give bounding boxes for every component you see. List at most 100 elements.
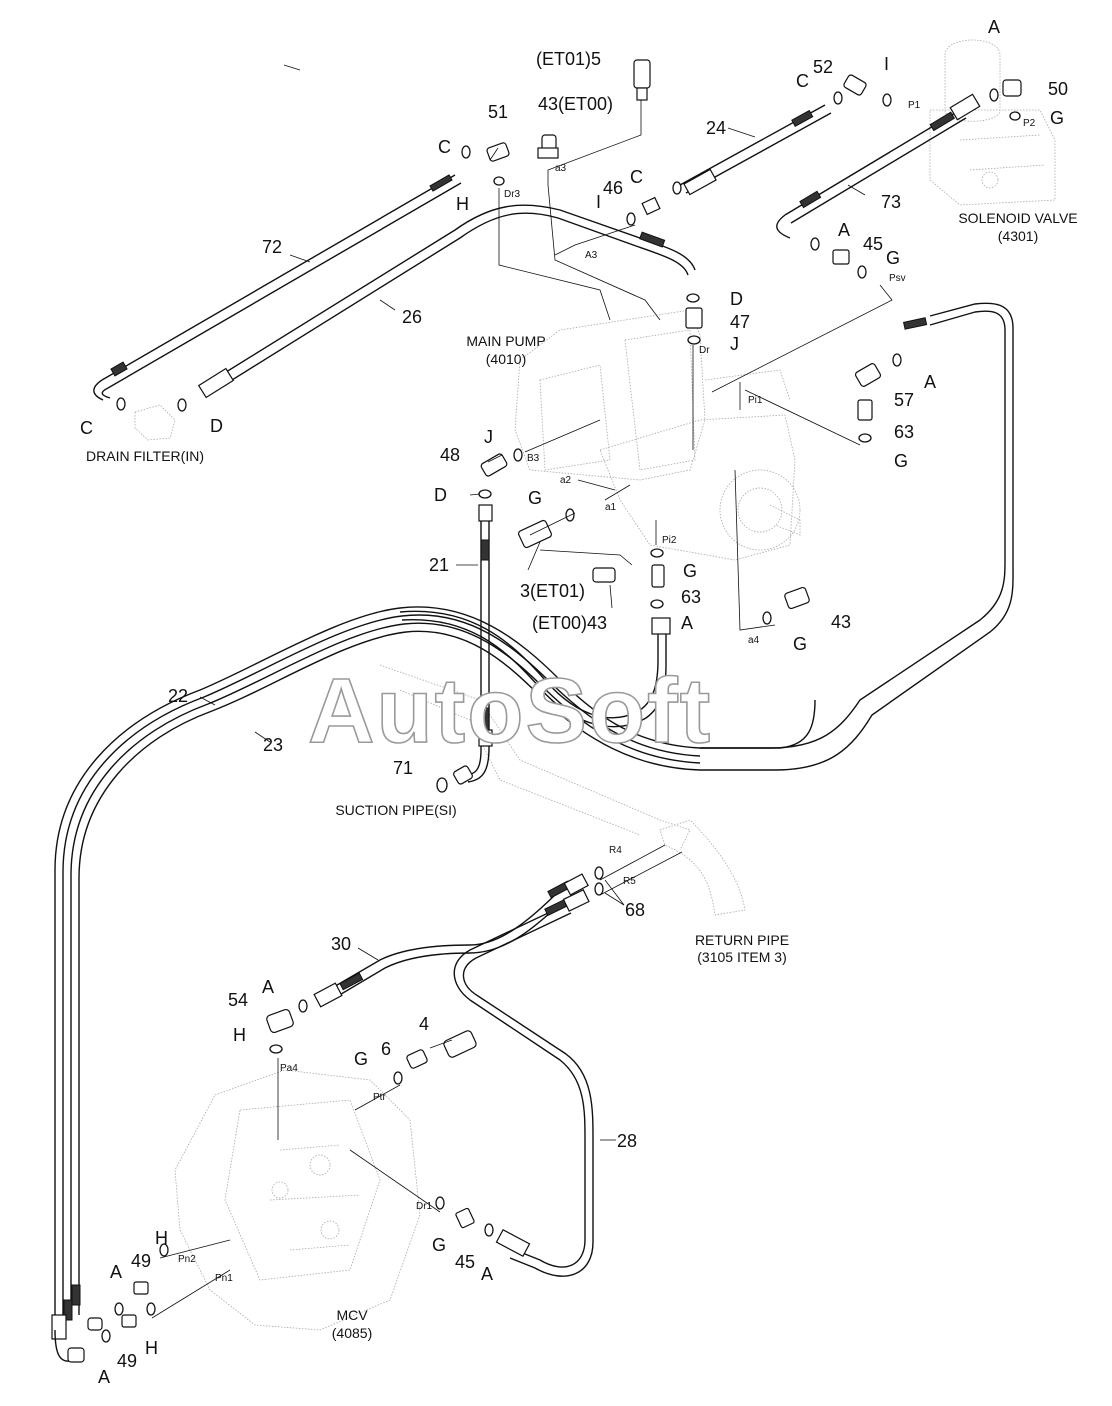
caption-return-pipe-code: (3105 ITEM 3) <box>697 949 786 965</box>
label-46: 46 <box>603 178 623 198</box>
caption-main-pump: MAIN PUMP <box>466 333 545 349</box>
label-24: 24 <box>706 118 726 138</box>
label-c-top: C <box>438 137 451 157</box>
label-ptr: Ptr <box>373 1092 386 1103</box>
label-23: 23 <box>263 735 283 755</box>
label-28: 28 <box>617 1131 637 1151</box>
label-72: 72 <box>262 237 282 257</box>
label-21: 21 <box>429 555 449 575</box>
label-43-et00: 43(ET00) <box>538 94 613 114</box>
label-g-3: G <box>528 488 542 508</box>
label-45-bot: 45 <box>455 1252 475 1272</box>
caption-mcv: MCV <box>336 1307 368 1323</box>
drain-filter-outline <box>134 404 176 441</box>
label-52: 52 <box>813 57 833 77</box>
label-pi1: Pi1 <box>748 395 763 406</box>
label-48: 48 <box>440 445 460 465</box>
mcv-outline <box>174 1069 421 1331</box>
hose-26 <box>197 204 696 399</box>
label-dr: Dr <box>699 345 710 356</box>
label-r4: R4 <box>609 845 622 856</box>
label-a3-small: a3 <box>555 163 567 174</box>
label-a-45: A <box>838 220 850 240</box>
caption-main-pump-code: (4010) <box>486 351 526 367</box>
label-50: 50 <box>1048 79 1068 99</box>
label-63-mid: 63 <box>681 587 701 607</box>
label-j-47: J <box>730 334 739 354</box>
label-i-46: I <box>596 192 601 212</box>
label-pn2: Pn2 <box>178 1254 196 1265</box>
label-pa4: Pa4 <box>280 1063 298 1074</box>
label-73: 73 <box>881 192 901 212</box>
caption-suction-pipe: SUCTION PIPE(SI) <box>335 802 456 818</box>
label-63-top: 63 <box>894 422 914 442</box>
label-51: 51 <box>488 102 508 122</box>
hose-30 <box>313 873 589 1008</box>
label-g-43: G <box>793 634 807 654</box>
label-a-bottom: A <box>98 1367 110 1387</box>
label-j-48: J <box>484 427 493 447</box>
label-pn1: Pn1 <box>215 1273 233 1284</box>
caption-mcv-code: (4085) <box>332 1325 372 1341</box>
label-22: 22 <box>168 686 188 706</box>
label-p2: P2 <box>1023 118 1036 129</box>
suction-pipe-outline <box>379 664 691 851</box>
label-dr1: Dr1 <box>416 1201 433 1212</box>
label-54: 54 <box>228 990 248 1010</box>
label-psv: Psv <box>889 273 906 284</box>
hose-73 <box>776 93 981 239</box>
hose-72 <box>93 174 462 401</box>
label-a-63: A <box>681 613 693 633</box>
label-c-drain: C <box>80 418 93 438</box>
label-et00-43: (ET00)43 <box>532 613 607 633</box>
label-3-et01: 3(ET01) <box>520 581 585 601</box>
label-a2: a2 <box>560 475 572 486</box>
label-a1: a1 <box>605 502 617 513</box>
watermark: AutoSoft <box>308 660 712 762</box>
label-g-pi2: G <box>683 561 697 581</box>
label-r5: R5 <box>623 876 636 887</box>
label-h-54: H <box>233 1025 246 1045</box>
o-rings <box>101 88 1021 1343</box>
label-a-54: A <box>262 977 274 997</box>
hose-28 <box>453 888 594 1277</box>
label-c-46: C <box>630 167 643 187</box>
solenoid-valve-outline <box>929 39 1056 206</box>
caption-return-pipe: RETURN PIPE <box>695 932 789 948</box>
label-b3: B3 <box>527 453 540 464</box>
label-49-bot: 49 <box>117 1351 137 1371</box>
label-a4: a4 <box>748 635 760 646</box>
leader-lines <box>151 64 893 1319</box>
label-a-57: A <box>924 372 936 392</box>
label-g-63: G <box>894 451 908 471</box>
label-47: 47 <box>730 312 750 332</box>
hose-22-23 <box>51 302 1014 1362</box>
label-43-right: 43 <box>831 612 851 632</box>
label-a-bot: A <box>481 1264 493 1284</box>
label-49-top: 49 <box>131 1251 151 1271</box>
label-26: 26 <box>402 307 422 327</box>
fittings <box>67 59 1022 1363</box>
label-45-top: 45 <box>863 234 883 254</box>
label-4: 4 <box>419 1014 429 1034</box>
label-dr3: Dr3 <box>504 189 521 200</box>
label-d-drain: D <box>210 416 223 436</box>
label-a-top: A <box>988 17 1000 37</box>
return-pipe-outline <box>659 819 746 916</box>
label-c-52: C <box>796 71 809 91</box>
label-h-bot: H <box>145 1338 158 1358</box>
label-g-6: G <box>354 1049 368 1069</box>
caption-solenoid-valve-code: (4301) <box>998 228 1038 244</box>
caption-drain-filter: DRAIN FILTER(IN) <box>86 448 204 464</box>
label-g-dr1: G <box>432 1235 446 1255</box>
main-pump-outline <box>514 309 801 561</box>
caption-solenoid-valve: SOLENOID VALVE <box>958 210 1077 226</box>
label-h-49: H <box>155 1228 168 1248</box>
label-p1: P1 <box>908 100 921 111</box>
part-labels: (ET01)5 43(ET00) a3 51 C H Dr3 72 26 C D… <box>80 17 1068 1387</box>
label-g-45: G <box>886 248 900 268</box>
label-30: 30 <box>331 934 351 954</box>
component-captions: SOLENOID VALVE (4301) MAIN PUMP (4010) D… <box>86 210 1078 1341</box>
label-6: 6 <box>381 1039 391 1059</box>
